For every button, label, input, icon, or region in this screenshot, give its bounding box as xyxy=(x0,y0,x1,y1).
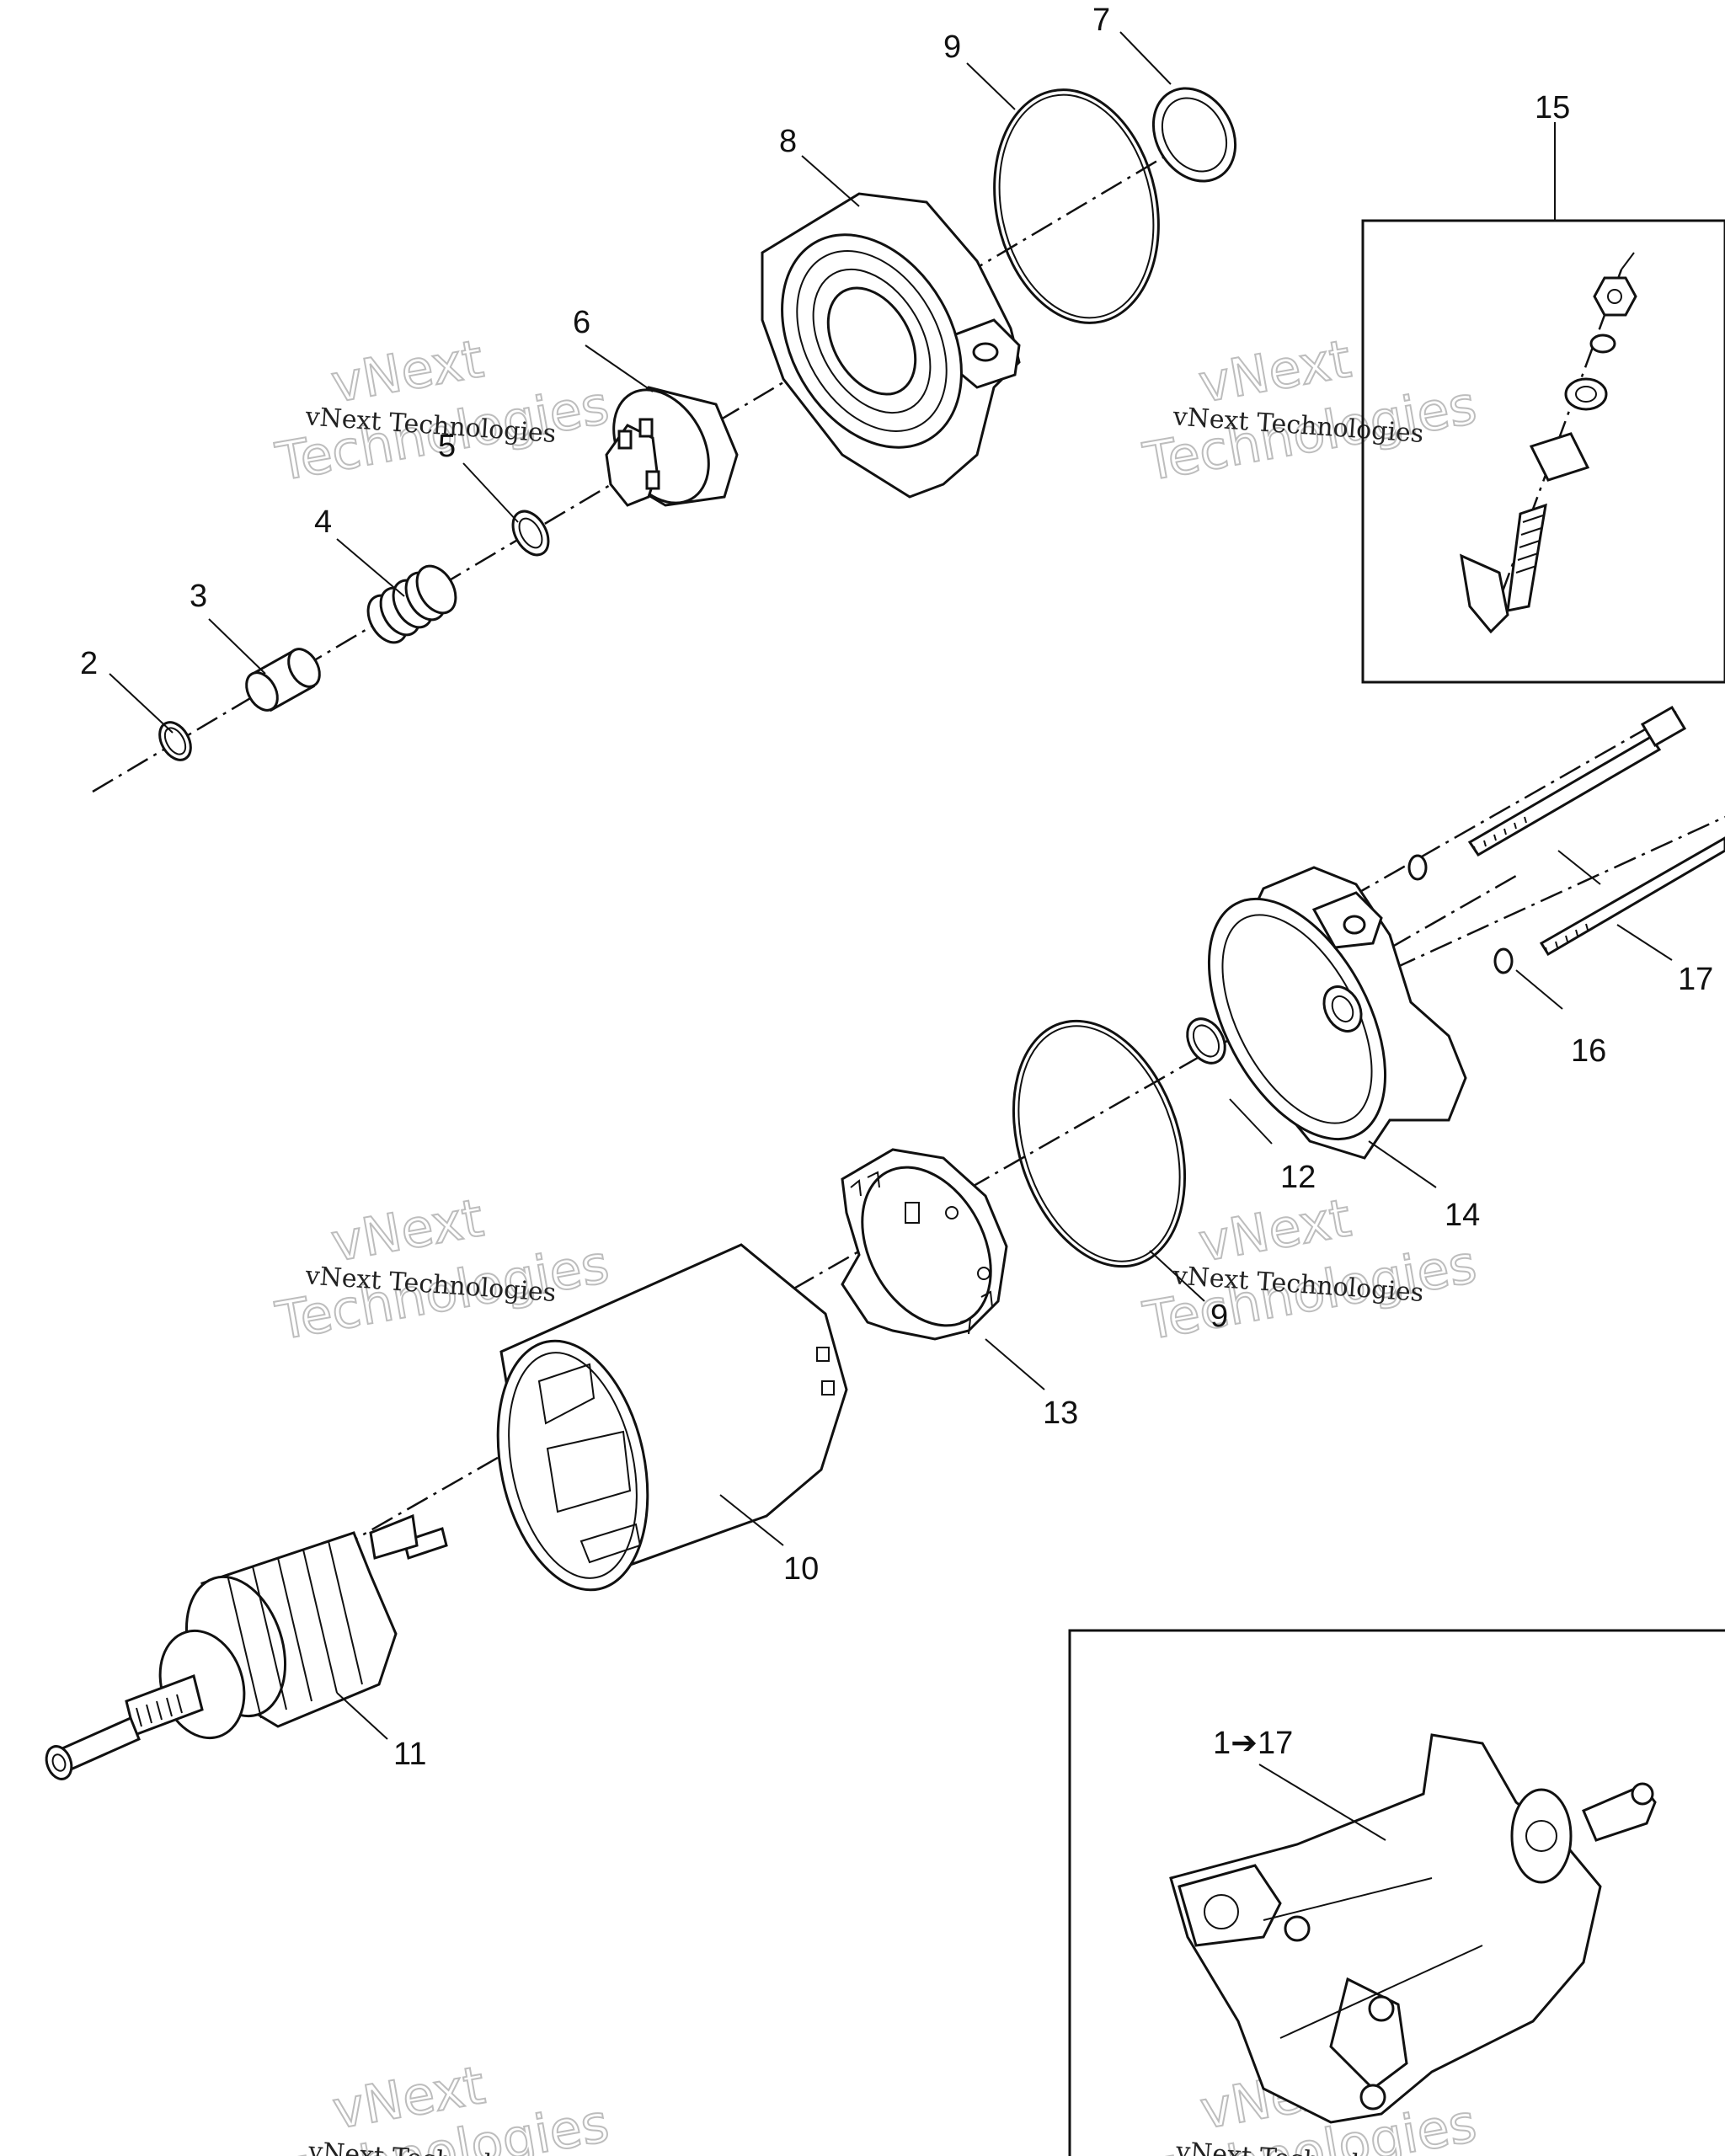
assembled-starter-motor xyxy=(1169,1733,1657,2124)
part-7-seal-ring xyxy=(1151,87,1237,183)
callout-13: 13 xyxy=(1043,1396,1078,1431)
leader-lines xyxy=(109,31,1673,1841)
callout-17: 17 xyxy=(1678,962,1713,997)
callout-2: 2 xyxy=(80,646,98,681)
part-15-terminal-kit-box xyxy=(1361,219,1725,684)
watermark-mid-right: vNext Technologies vNext Technologies xyxy=(1138,1186,1482,1353)
part-14-end-housing xyxy=(1207,866,1467,1160)
terminal-lock-washer xyxy=(1589,334,1616,354)
part-2-circlip xyxy=(158,721,192,761)
part-5-washer xyxy=(511,510,550,557)
watermark-bottom-left: vNext Technologies vNext Technologies xyxy=(270,2053,614,2156)
bolt-axis-upper xyxy=(1313,710,1677,920)
part-12-o-ring-small xyxy=(1186,1017,1226,1065)
watermark-top-left: vNext Technologies vNext Technologies xyxy=(270,327,614,494)
terminal-lug xyxy=(1460,553,1509,634)
callout-3: 3 xyxy=(190,579,207,614)
part-9-o-ring-middle xyxy=(1012,1019,1187,1268)
part-16-lock-washers xyxy=(1407,854,1514,974)
callout-12: 12 xyxy=(1280,1160,1316,1195)
watermark-top-right: vNext Technologies vNext Technologies xyxy=(1138,327,1482,494)
part-13-brush-plate xyxy=(841,1148,1008,1341)
part-11-armature xyxy=(45,1513,448,1780)
part-3-stop-collar xyxy=(245,648,321,712)
terminal-insulator xyxy=(1564,377,1608,411)
part-6-pinion-gear xyxy=(605,386,739,507)
terminal-bracket xyxy=(1529,432,1590,482)
part-17-through-bolts xyxy=(1467,705,1725,957)
part-10-yoke xyxy=(496,1243,848,1592)
callout-4: 4 xyxy=(314,504,332,540)
part-8-drive-end-housing xyxy=(761,192,1021,499)
callout-7: 7 xyxy=(1092,3,1110,38)
terminal-nut xyxy=(1593,276,1637,317)
callout-14: 14 xyxy=(1445,1198,1480,1233)
callout-9-middle: 9 xyxy=(1210,1299,1228,1334)
callouts: 2 3 4 5 6 8 9 7 15 17 16 14 12 9 13 10 1… xyxy=(80,3,1713,1772)
callout-15: 15 xyxy=(1535,90,1570,125)
callout-6: 6 xyxy=(573,305,590,340)
callout-16: 16 xyxy=(1571,1033,1606,1069)
callout-5: 5 xyxy=(438,429,456,464)
assembled-starter-inset xyxy=(1068,1629,1725,2156)
part-4-spring xyxy=(366,564,457,644)
part-9-o-ring-top xyxy=(993,88,1160,324)
callout-10: 10 xyxy=(783,1551,819,1587)
callout-8: 8 xyxy=(779,124,797,159)
callout-9-top: 9 xyxy=(943,29,961,65)
callout-1-17: 1➔17 xyxy=(1213,1726,1293,1761)
callout-11: 11 xyxy=(393,1737,426,1772)
